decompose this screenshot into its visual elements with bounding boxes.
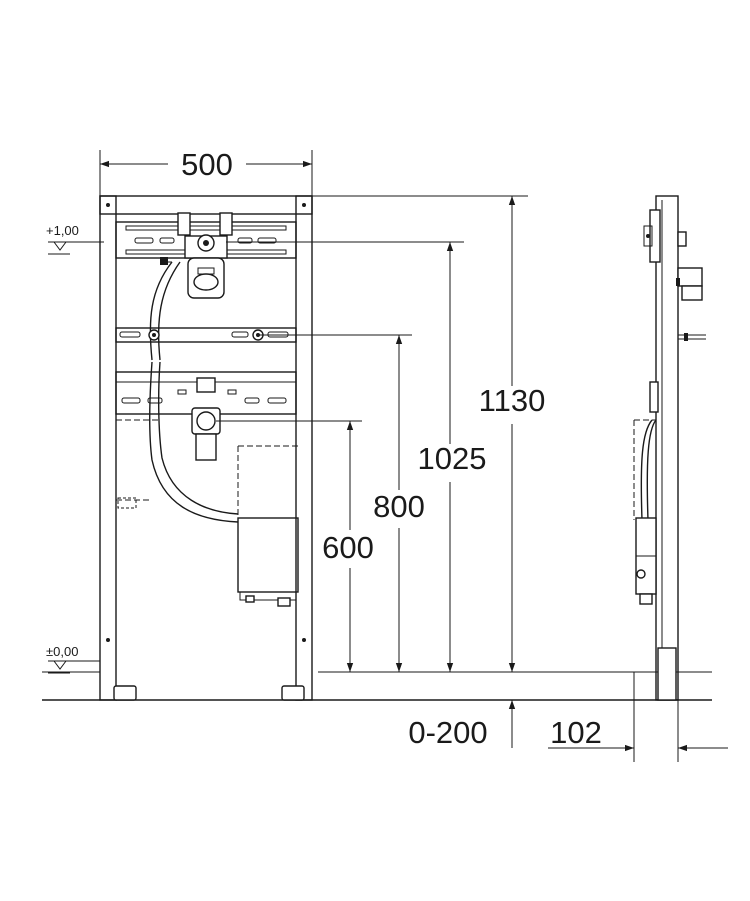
flex-hose-upper	[149, 261, 173, 361]
left-post	[99, 195, 117, 701]
dim-1130-label: 1130	[479, 383, 546, 418]
dim-height-1025: 1025	[418, 242, 487, 672]
dim-800-label: 800	[373, 489, 425, 524]
dim-floor-range: 0-200	[408, 700, 516, 750]
right-foot	[281, 685, 305, 701]
left-foot	[113, 685, 137, 701]
flex-hose-loop	[148, 361, 239, 523]
right-post	[295, 195, 313, 701]
dim-height-1130: 1130	[479, 196, 546, 672]
dim-width-500: 500	[99, 147, 313, 196]
dim-1025-label: 1025	[418, 441, 487, 476]
side-post	[655, 195, 679, 701]
svg-text:+1,00: +1,00	[46, 223, 79, 238]
dim-0-200-label: 0-200	[408, 715, 487, 750]
dim-depth-102: 102	[548, 672, 728, 762]
top-bar	[99, 195, 313, 215]
dim-600-label: 600	[322, 530, 374, 565]
level-marker-upper: +1,00	[46, 223, 104, 255]
side-view	[633, 195, 706, 701]
svg-text:±0,00: ±0,00	[46, 644, 78, 659]
level-marker-floor: ±0,00	[46, 644, 100, 674]
dim-102-label: 102	[550, 715, 602, 750]
control-box	[237, 517, 299, 593]
dim-height-600: 600	[322, 421, 374, 672]
front-view	[99, 195, 313, 701]
dim-height-800: 800	[373, 335, 425, 672]
dim-500-label: 500	[181, 147, 233, 182]
